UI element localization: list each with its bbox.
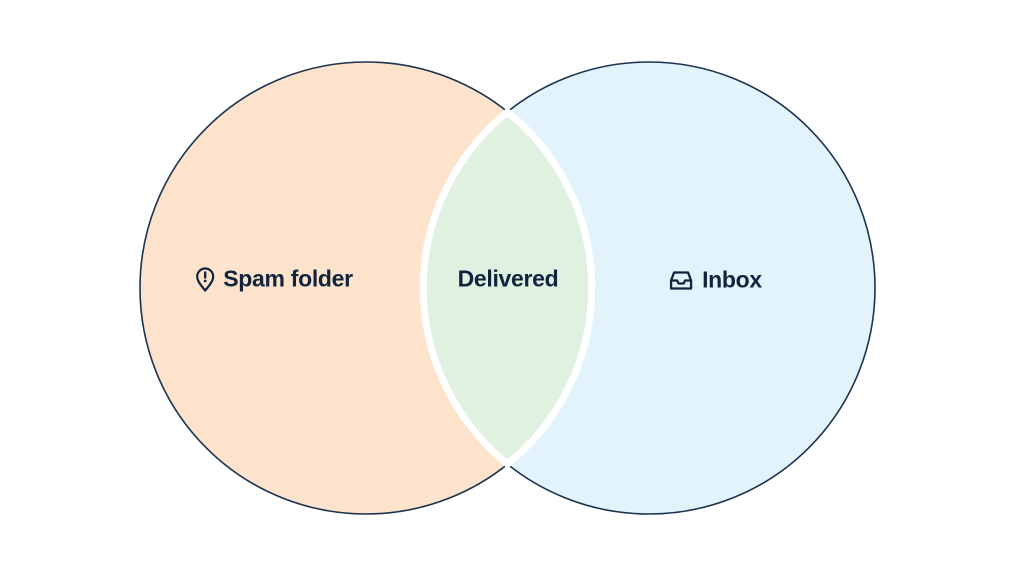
- spam-folder-label-group: Spam folder: [195, 266, 353, 293]
- delivered-label: Delivered: [457, 265, 559, 292]
- spam-folder-label: Spam folder: [223, 265, 353, 292]
- inbox-label: Inbox: [702, 266, 762, 293]
- map-pin-alert-icon: [196, 266, 215, 292]
- inbox-label-group: Inbox: [668, 267, 762, 294]
- delivered-label-group: Delivered: [458, 266, 559, 293]
- inbox-tray-icon: [669, 270, 693, 290]
- delivered-intersection: [419, 108, 596, 468]
